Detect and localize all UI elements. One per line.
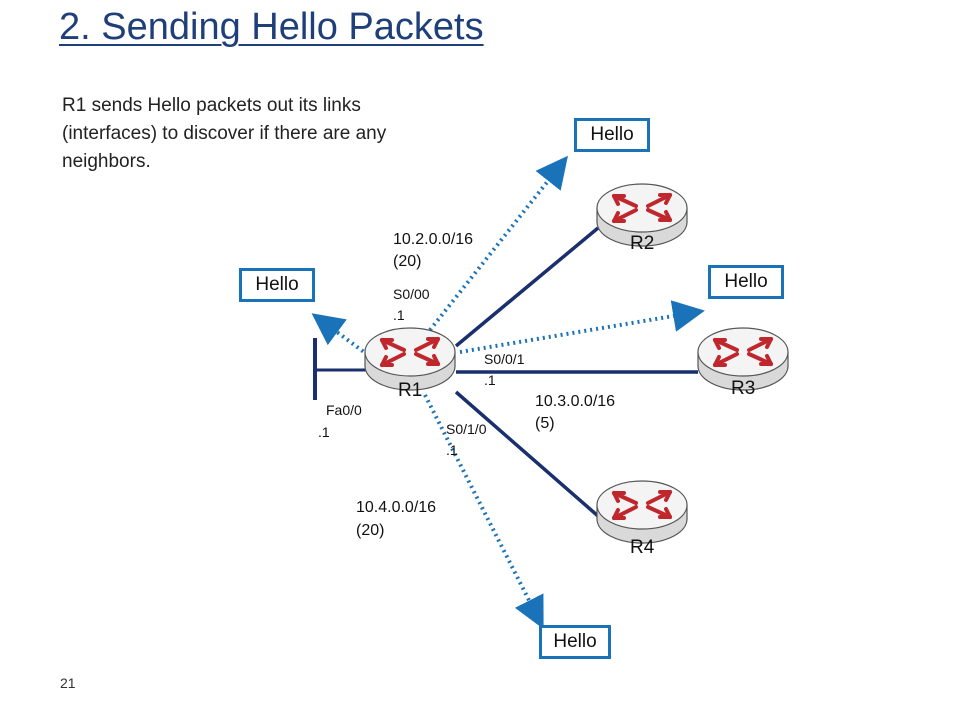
intro-text: R1 sends Hello packets out its links (in… — [62, 95, 387, 172]
hello-arrow-left — [311, 313, 370, 357]
interface-s000-name: S0/00 — [393, 286, 430, 302]
network-10-3-prefix: 10.3.0.0/16 — [535, 393, 616, 410]
interface-s010-addr: .1 — [446, 442, 458, 458]
router-r4-icon — [595, 479, 689, 545]
interface-fa00-name: Fa0/0 — [326, 402, 362, 418]
interface-s001-name: S0/0/1 — [484, 351, 525, 367]
network-10-2-prefix: 10.2.0.0/16 — [393, 231, 474, 248]
router-r2-label: R2 — [630, 233, 655, 254]
network-10-3-cost: (5) — [535, 415, 555, 432]
hello-box-right: Hello — [708, 265, 784, 299]
page-number: 21 — [60, 675, 76, 691]
network-10-4-cost: (20) — [356, 522, 385, 539]
router-r4-label: R4 — [630, 537, 655, 558]
interface-fa00-addr: .1 — [318, 424, 330, 440]
hello-box-bottom: Hello — [539, 625, 611, 659]
link-r1-r2 — [454, 226, 600, 348]
hello-box-left: Hello — [239, 268, 315, 302]
link-r1-r4 — [454, 390, 600, 518]
network-10-4-prefix: 10.4.0.0/16 — [356, 499, 437, 516]
router-r1-label: R1 — [398, 380, 423, 401]
hello-arrow-bottom — [423, 394, 544, 630]
slide-title: 2. Sending Hello Packets — [59, 6, 484, 48]
interface-s010-name: S0/1/0 — [446, 421, 487, 437]
hello-arrow-right — [459, 300, 705, 354]
hello-box-top: Hello — [574, 118, 650, 152]
interface-s000-addr: .1 — [393, 307, 405, 323]
interface-s001-addr: .1 — [484, 372, 496, 388]
router-r3-label: R3 — [731, 378, 756, 399]
network-10-2-cost: (20) — [393, 253, 422, 270]
